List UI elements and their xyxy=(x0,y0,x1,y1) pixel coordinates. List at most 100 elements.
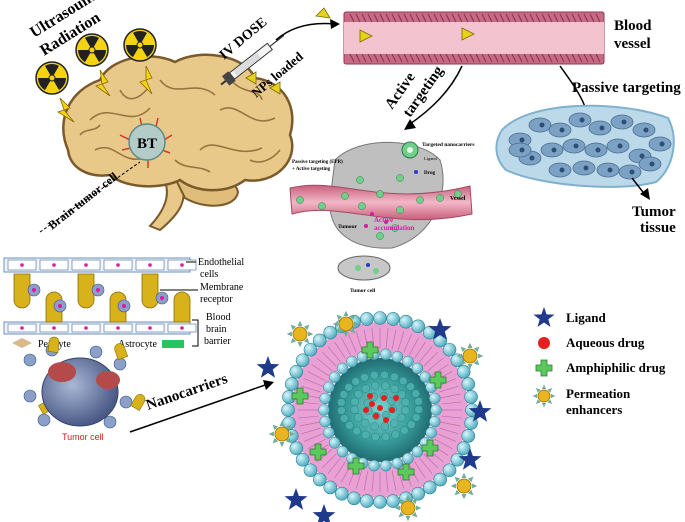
vessel-stripe xyxy=(547,13,553,23)
lipid-tail xyxy=(307,371,326,382)
inner-bead xyxy=(323,381,335,393)
receptor-channel xyxy=(130,394,146,411)
core-bead xyxy=(390,384,399,394)
aqueous-drug-dot xyxy=(381,395,387,401)
vessel-stripe xyxy=(445,13,451,23)
nanocarriers-arrow-group: Nanocarriers xyxy=(129,371,274,433)
outer-bead xyxy=(464,390,478,404)
cell-nucleus xyxy=(559,127,565,133)
outer-bead xyxy=(456,441,471,456)
vessel-stripes xyxy=(349,13,601,63)
lipid-tail xyxy=(327,457,341,474)
vessel-stripe xyxy=(541,53,547,63)
membrane-label: Membrane xyxy=(200,282,244,293)
lipid-tail xyxy=(397,331,405,351)
inner-bead xyxy=(419,371,432,383)
inner-bead xyxy=(429,415,441,428)
lipid-tail xyxy=(321,351,337,367)
lipid-tail xyxy=(423,453,439,469)
bt-label: BT xyxy=(137,136,157,152)
brain-stem xyxy=(148,178,185,232)
np-triangle-icon xyxy=(269,81,281,95)
inset-drug-dot xyxy=(364,224,368,228)
inner-bead xyxy=(402,452,414,465)
cell-nucleus xyxy=(659,141,665,147)
core-bead xyxy=(401,397,410,407)
lipid-tail xyxy=(431,364,449,376)
inset-drug-dot xyxy=(384,220,388,224)
lipid-tail xyxy=(363,470,369,491)
vessel-stripe xyxy=(559,53,565,63)
np-triangle-icon xyxy=(359,29,373,43)
legend-label: Aqueous drug xyxy=(566,335,645,350)
inset-passive-line2: + Active targeting xyxy=(292,167,331,172)
lipid-tail xyxy=(298,415,319,419)
receptor-channel xyxy=(13,273,31,309)
cluster-decor xyxy=(23,336,146,429)
vessel-stripe xyxy=(361,13,367,23)
core-bead xyxy=(414,405,423,414)
outer-bead xyxy=(347,491,361,506)
inner-bead xyxy=(380,459,392,472)
lipid-tails xyxy=(298,328,462,492)
receptor-core xyxy=(122,304,126,308)
vessel-stripe xyxy=(397,13,403,23)
vessel-stripe xyxy=(499,53,505,63)
endothelial-dot xyxy=(52,326,56,330)
inner-bead xyxy=(411,445,424,458)
inset-drug-dot xyxy=(370,212,374,216)
blood-vessel-strip: Blood vessel xyxy=(343,11,652,65)
outer-bead xyxy=(386,494,400,508)
vessel-stripe xyxy=(433,13,439,23)
lipid-tail xyxy=(341,337,352,356)
receptor-channel xyxy=(114,343,129,361)
lipid-tail xyxy=(439,427,459,435)
core-bead xyxy=(351,377,360,386)
targeting-inset: Targeted nanocarriers Ligand Drug Passiv… xyxy=(289,141,475,294)
inner-bead xyxy=(402,355,414,368)
attached-nanocarrier xyxy=(119,395,133,409)
lightning-icon xyxy=(95,69,111,97)
vessel-stripe xyxy=(361,53,367,63)
brain-body xyxy=(62,53,294,192)
vessel-stripe xyxy=(349,53,355,63)
vessel-stripe xyxy=(463,13,469,23)
attached-nanocarrier xyxy=(37,413,51,427)
lipid-tail xyxy=(391,470,397,491)
lipid-tail xyxy=(414,341,426,359)
inner-bead xyxy=(328,437,341,449)
core-bead xyxy=(361,384,370,393)
endothelial-dot xyxy=(84,263,88,267)
passive-targeting-label: Passive targeting xyxy=(572,80,681,96)
vessel-stripe xyxy=(469,13,475,23)
vessel-stripe xyxy=(451,53,457,63)
vessel-stripe xyxy=(559,13,565,23)
astrocyte-icon xyxy=(162,340,184,348)
iv-arrow-head xyxy=(330,19,340,29)
inset-nanocarrier xyxy=(396,206,404,214)
inset-nanocarrier xyxy=(454,190,462,198)
inset-nanocarrier xyxy=(436,194,444,202)
outer-bead xyxy=(360,494,374,508)
vessel-stripe xyxy=(403,13,409,23)
tumor-label: Tumor xyxy=(632,204,676,220)
core-bead xyxy=(345,421,354,430)
bbb-cells xyxy=(7,259,197,333)
vessel-stripe xyxy=(511,53,517,63)
vessel-stripe xyxy=(373,13,379,23)
core-bead xyxy=(371,432,380,442)
outer-bead xyxy=(360,312,374,326)
receptor-core xyxy=(32,288,36,292)
lipid-tail xyxy=(419,346,433,363)
tumor-tissue: Tumor tissue xyxy=(495,104,676,236)
syringe-icon xyxy=(220,34,285,86)
aqueous-drug-dot xyxy=(367,393,373,399)
lipid-tail xyxy=(419,457,433,474)
vessel-stripe xyxy=(523,13,529,23)
nanocarriers-label: Nanocarriers xyxy=(144,371,230,414)
vessel-stripe xyxy=(553,13,559,23)
vessel-stripe xyxy=(589,13,595,23)
outer-bead xyxy=(289,441,304,456)
outer-bead xyxy=(411,319,426,334)
